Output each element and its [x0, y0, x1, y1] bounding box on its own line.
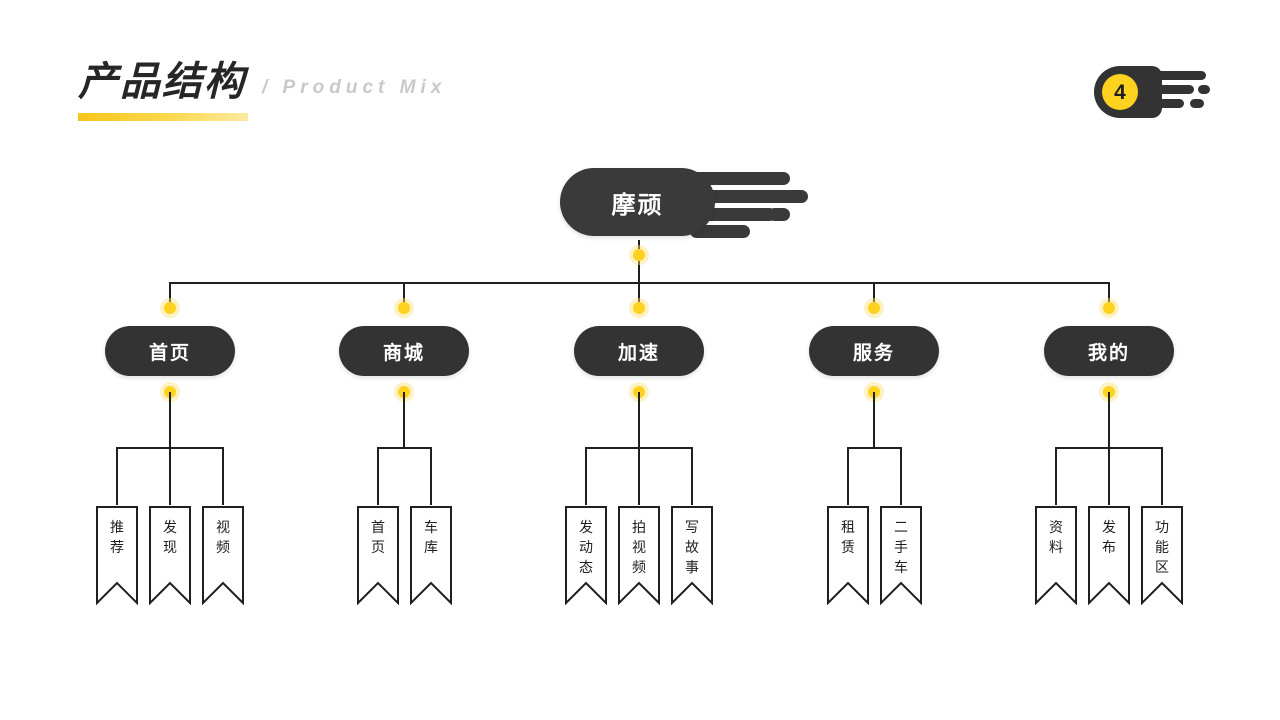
- connector-leaf-stem: [403, 392, 405, 447]
- leaf-node[interactable]: 发动态: [564, 505, 608, 605]
- connector-dot: [864, 298, 884, 318]
- branch-node-商城[interactable]: 商城: [339, 326, 469, 376]
- root-node[interactable]: 摩顽: [560, 168, 808, 240]
- connector-branch-vertical: [638, 282, 640, 310]
- speed-line-icon: [1190, 99, 1204, 108]
- connector-leaf-vertical: [847, 447, 849, 505]
- speed-line-icon: [690, 225, 750, 238]
- root-node-pill: 摩顽: [560, 168, 715, 236]
- speed-line-icon: [768, 208, 790, 221]
- connector-leaf-vertical: [377, 447, 379, 505]
- leaf-node-label: 首页: [371, 519, 385, 555]
- leaf-node-label: 租赁: [841, 519, 855, 555]
- leaf-node[interactable]: 车库: [409, 505, 453, 605]
- connector-dot: [629, 298, 649, 318]
- leaf-node-label: 写故事: [685, 519, 699, 575]
- leaf-node-label: 车库: [424, 519, 438, 555]
- connector-leaf-vertical: [1055, 447, 1057, 505]
- branch-node-label: 加速: [617, 342, 660, 364]
- speed-line-icon: [1154, 71, 1206, 80]
- connector-branch-vertical: [403, 282, 405, 310]
- page-subtitle: / Product Mix: [262, 77, 447, 98]
- leaf-node-label: 资料: [1049, 519, 1063, 555]
- leaf-node[interactable]: 发现: [148, 505, 192, 605]
- leaf-node[interactable]: 视频: [201, 505, 245, 605]
- speed-line-icon: [1154, 99, 1184, 108]
- speed-line-icon: [1154, 85, 1194, 94]
- leaf-node[interactable]: 租赁: [826, 505, 870, 605]
- connector-leaf-vertical: [585, 447, 587, 505]
- connector-leaf-bus: [377, 447, 431, 449]
- page-number-label: 4: [1114, 80, 1126, 104]
- connector-branch-vertical: [873, 282, 875, 310]
- page-title-block: 产品结构 / Product Mix: [78, 62, 446, 102]
- connector-leaf-vertical: [900, 447, 902, 505]
- speed-line-icon: [690, 172, 790, 185]
- branch-node-label: 服务: [852, 342, 895, 364]
- leaf-node-label: 功能区: [1155, 519, 1169, 575]
- leaf-node[interactable]: 功能区: [1140, 505, 1184, 605]
- connector-branch-vertical: [1108, 282, 1110, 310]
- connector-leaf-vertical: [638, 447, 640, 505]
- branch-node-加速[interactable]: 加速: [574, 326, 704, 376]
- connector-branch-vertical: [169, 282, 171, 310]
- branch-node-label: 商城: [382, 342, 425, 364]
- leaf-node-label: 拍视频: [632, 519, 646, 575]
- connector-level1-bus: [170, 282, 1110, 284]
- page-title: 产品结构: [78, 60, 246, 104]
- connector-leaf-vertical: [116, 447, 118, 505]
- connector-dot: [394, 298, 414, 318]
- page-number-badge: 4: [1094, 66, 1214, 118]
- leaf-node[interactable]: 写故事: [670, 505, 714, 605]
- connector-dot: [160, 298, 180, 318]
- connector-leaf-stem: [1108, 392, 1110, 447]
- leaf-node-label: 二手车: [894, 519, 908, 575]
- branch-node-label: 首页: [148, 342, 191, 364]
- connector-leaf-vertical: [691, 447, 693, 505]
- speed-line-icon: [778, 190, 796, 203]
- connector-dot: [1099, 298, 1119, 318]
- branch-node-label: 我的: [1087, 342, 1130, 364]
- speed-line-icon: [1198, 85, 1210, 94]
- connector-dot: [629, 245, 649, 265]
- leaf-node-label: 发现: [163, 519, 177, 555]
- branch-node-首页[interactable]: 首页: [105, 326, 235, 376]
- leaf-node[interactable]: 资料: [1034, 505, 1078, 605]
- branch-node-服务[interactable]: 服务: [809, 326, 939, 376]
- branch-node-我的[interactable]: 我的: [1044, 326, 1174, 376]
- connector-leaf-vertical: [1108, 447, 1110, 505]
- connector-leaf-vertical: [430, 447, 432, 505]
- title-underline-bar: [78, 113, 248, 121]
- leaf-node[interactable]: 发布: [1087, 505, 1131, 605]
- leaf-node-label: 发动态: [579, 519, 593, 575]
- connector-leaf-stem: [873, 392, 875, 447]
- connector-leaf-stem: [638, 392, 640, 447]
- root-node-label: 摩顽: [611, 191, 664, 219]
- connector-leaf-vertical: [1161, 447, 1163, 505]
- leaf-node-label: 发布: [1102, 519, 1116, 555]
- connector-leaf-vertical: [222, 447, 224, 505]
- leaf-node[interactable]: 拍视频: [617, 505, 661, 605]
- badge-circle: 4: [1102, 74, 1138, 110]
- connector-leaf-stem: [169, 392, 171, 447]
- connector-leaf-vertical: [169, 447, 171, 505]
- leaf-node[interactable]: 首页: [356, 505, 400, 605]
- leaf-node-label: 推荐: [110, 519, 124, 555]
- leaf-node-label: 视频: [216, 519, 230, 555]
- connector-leaf-bus: [847, 447, 901, 449]
- leaf-node[interactable]: 二手车: [879, 505, 923, 605]
- leaf-node[interactable]: 推荐: [95, 505, 139, 605]
